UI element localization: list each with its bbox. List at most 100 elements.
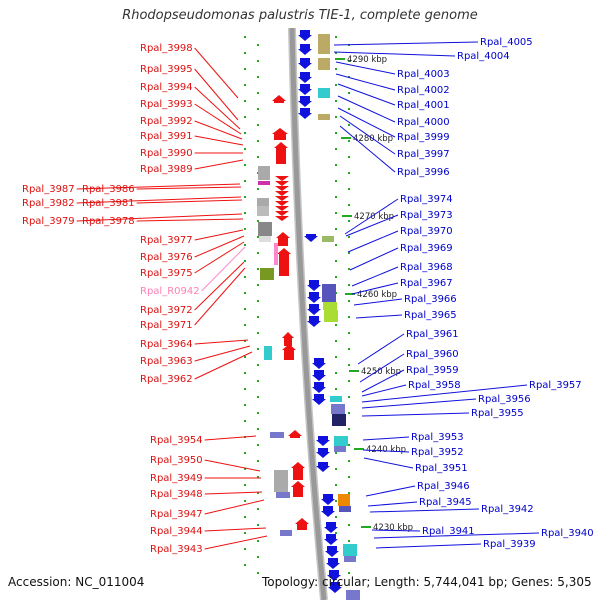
feature-block	[257, 198, 269, 206]
leader-line	[194, 120, 243, 140]
forward-gene-arrow	[288, 430, 302, 438]
forward-gene-chevron	[275, 176, 289, 181]
gene-label: Rpal_3949	[150, 473, 203, 484]
leader-line	[194, 68, 239, 121]
leader-line	[194, 339, 249, 345]
right-label-group: Rpal_3959	[361, 365, 459, 393]
left-label-group: Rpal_3990	[140, 148, 243, 159]
gene-label: Rpal_3957	[529, 380, 582, 391]
forward-gene-arrow	[272, 128, 288, 140]
gene-label: Rpal_4005	[480, 37, 533, 48]
kbp-marker-label: 4270 kbp	[354, 212, 394, 222]
gene-label: Rpal_3974	[400, 194, 453, 205]
forward-gene-chevron	[275, 201, 289, 206]
gene-label: Rpal_4004	[457, 51, 510, 62]
gene-label: Rpal_3942	[481, 504, 534, 515]
right-label-group: Rpal_3957	[361, 380, 582, 403]
leader-line	[194, 135, 244, 146]
forward-gene-chevron	[275, 181, 289, 186]
right-label-group: Rpal_4005	[333, 37, 533, 48]
gene-label: Rpal_3973	[400, 210, 453, 221]
reverse-gene-arrow	[325, 546, 339, 557]
reverse-gene-arrow	[328, 582, 342, 593]
right-label-group: Rpal_3967	[351, 278, 453, 295]
right-label-group: Rpal_3997	[339, 115, 450, 160]
reverse-gene-arrow	[298, 84, 312, 95]
gene-label: Rpal_3946	[417, 481, 470, 492]
right-label-group: Rpal_3961	[357, 329, 459, 365]
leader-line	[333, 51, 456, 57]
kbp-marker-label: 4290 kbp	[347, 55, 387, 65]
reverse-gene-arrow	[324, 534, 338, 545]
gene-label: Rpal_3962	[140, 374, 193, 385]
gene-label: Rpal_3990	[140, 148, 193, 159]
gene-label: Rpal_3956	[478, 394, 531, 405]
gene-label: Rpal_3958	[408, 380, 461, 391]
gene-label: Rpal_3960	[406, 349, 459, 360]
left-label-group: Rpal_3995	[140, 64, 239, 121]
feature-block	[324, 310, 338, 322]
gene-label: Rpal_3968	[400, 262, 453, 273]
feature-block	[280, 530, 292, 536]
gene-label: Rpal_3954	[150, 435, 203, 446]
leader-line	[362, 449, 410, 453]
reverse-gene-arrow	[312, 358, 326, 369]
reverse-gene-arrow	[307, 292, 321, 303]
gene-label: Rpal_3943	[150, 544, 203, 555]
left-label-group: Rpal_3976	[140, 235, 245, 263]
left-label-group: Rpal_3979	[22, 213, 243, 227]
left-label-group: Rpal_R0942	[140, 246, 246, 297]
gene-label: Rpal_3953	[411, 432, 464, 443]
leader-line	[349, 247, 399, 271]
gene-label: Rpal_3961	[406, 329, 459, 340]
gene-label: Rpal_3945	[419, 497, 472, 508]
leader-line	[371, 529, 421, 532]
gene-label: Rpal_3970	[400, 226, 453, 237]
feature-block	[258, 222, 272, 236]
gene-label: Rpal_3940	[541, 528, 594, 539]
gene-label: Rpal_3975	[140, 268, 193, 279]
reverse-gene-arrow	[298, 96, 312, 107]
feature-block	[330, 396, 342, 402]
leader-line	[194, 261, 245, 311]
right-label-group: Rpal_3946	[365, 481, 470, 497]
leader-line	[361, 384, 407, 397]
feature-block	[318, 58, 330, 70]
left-label-group: Rpal_3950	[150, 455, 261, 472]
right-label-group: Rpal_3966	[353, 294, 457, 306]
gene-label: Rpal_3986	[82, 184, 135, 195]
gene-label: Rpal_4000	[397, 117, 450, 128]
leader-line	[136, 186, 242, 190]
forward-gene-arrow	[277, 248, 291, 276]
reverse-gene-arrow	[321, 506, 335, 517]
reverse-gene-arrow	[327, 570, 341, 581]
leader-line	[363, 457, 414, 469]
feature-block	[339, 506, 351, 512]
forward-gene-arrow	[291, 462, 305, 480]
left-label-group: Rpal_3987	[22, 183, 241, 195]
feature-block	[323, 302, 337, 310]
left-label-group: Rpal_3993	[140, 99, 242, 135]
gene-label: Rpal_3997	[397, 149, 450, 160]
gene-label: Rpal_4001	[397, 100, 450, 111]
feature-block	[344, 556, 356, 562]
leader-line	[339, 115, 396, 155]
feature-block	[322, 284, 336, 302]
left-label-group: Rpal_3998	[140, 43, 239, 99]
gene-label: Rpal_3963	[140, 356, 193, 367]
forward-gene-arrow	[295, 518, 309, 530]
forward-gene-arrow	[276, 232, 290, 246]
gene-label: Rpal_3939	[483, 539, 536, 550]
left-label-group: Rpal_3986	[82, 184, 242, 195]
feature-block	[338, 494, 350, 506]
gene-label: Rpal_3955	[471, 408, 524, 419]
left-label-group: Rpal_3989	[140, 159, 244, 175]
leader-line	[204, 435, 257, 441]
leader-line	[361, 384, 528, 403]
leader-line	[373, 532, 540, 539]
gene-label: Rpal_3978	[82, 216, 135, 227]
leader-line	[194, 86, 241, 130]
forward-gene-arrow	[282, 344, 296, 360]
leader-line	[204, 527, 267, 532]
